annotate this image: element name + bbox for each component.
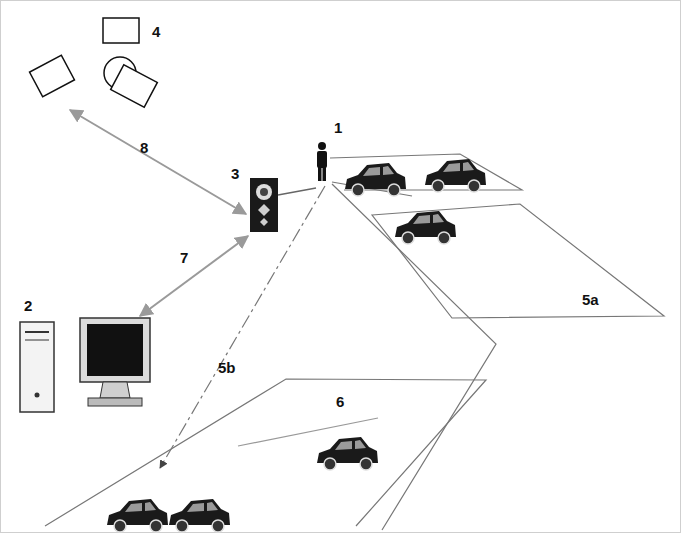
car [107,159,486,532]
link-arrow [140,236,248,316]
link-arrow [70,110,246,214]
callout-number: 7 [180,250,188,265]
callout-number: 4 [152,24,160,39]
computer [20,318,150,412]
parking-area [330,154,664,318]
callout-number: 6 [336,394,344,409]
parking-area [45,184,496,530]
callout-number: 5a [582,292,599,307]
callout-number: 2 [24,298,32,313]
person [317,142,327,181]
wire [278,188,316,195]
callout-number: 3 [231,166,239,181]
satellite [30,18,158,107]
callout-number: 5b [218,360,236,375]
terminal-device [250,178,278,232]
callout-number: 8 [140,140,148,155]
callout-number: 1 [334,120,342,135]
